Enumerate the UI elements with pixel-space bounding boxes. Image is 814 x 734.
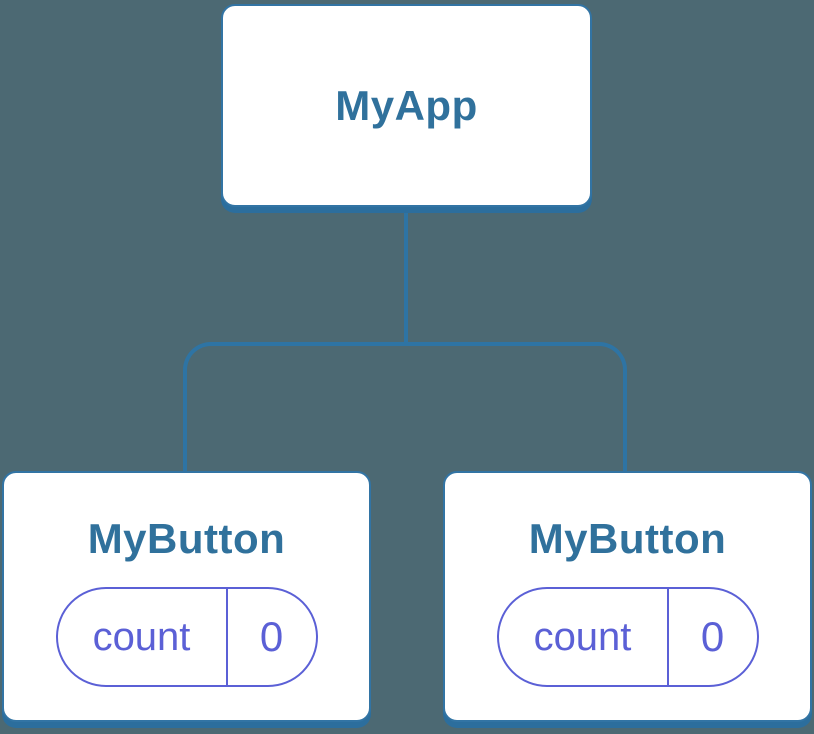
component-node-mybutton-left: MyButton count 0 bbox=[2, 471, 371, 722]
connector-bracket-line bbox=[183, 342, 627, 471]
state-pill-left: count 0 bbox=[55, 587, 318, 687]
component-node-mybutton-right: MyButton count 0 bbox=[443, 471, 812, 722]
component-label-mybutton-right: MyButton bbox=[528, 515, 727, 562]
connector-stem-line bbox=[404, 210, 408, 346]
state-pill-right: count 0 bbox=[496, 587, 759, 687]
state-key-right: count bbox=[499, 589, 669, 685]
component-label-mybutton-left: MyButton bbox=[87, 515, 286, 562]
state-value-right: 0 bbox=[700, 613, 725, 660]
component-node-myapp: MyApp bbox=[221, 4, 592, 207]
state-value-left: 0 bbox=[259, 613, 284, 660]
component-label-myapp: MyApp bbox=[335, 81, 478, 129]
state-key-left: count bbox=[58, 589, 228, 685]
